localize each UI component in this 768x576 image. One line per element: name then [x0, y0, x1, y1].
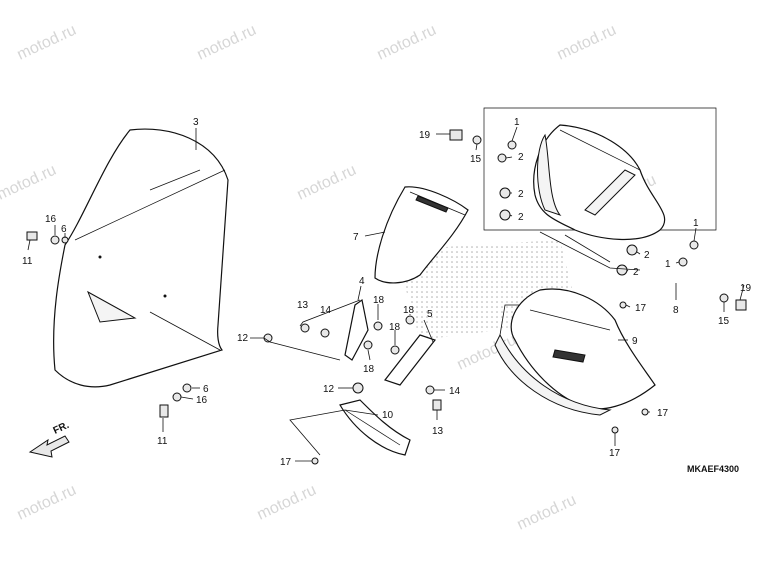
- callout-16-left: 16: [45, 214, 57, 225]
- callout-6-left: 6: [61, 224, 67, 235]
- callout-19-upper: 19: [419, 130, 431, 141]
- lower-panel-part: [339, 399, 411, 456]
- callout-15-right: 15: [718, 316, 730, 327]
- callout-9: 9: [632, 336, 638, 347]
- callout-6-lower: 6: [203, 384, 209, 395]
- callout-17-left: 17: [280, 457, 292, 468]
- callout-2-e: 2: [633, 267, 639, 278]
- callout-16-lower: 16: [196, 395, 208, 406]
- windscreen-part: [53, 128, 229, 388]
- svg-text:motod.ru: motod.ru: [375, 22, 439, 64]
- callout-5: 5: [427, 309, 433, 320]
- bracket-parts: [344, 298, 436, 386]
- diagram-code: MKAEF4300: [687, 464, 739, 474]
- svg-text:motod.ru: motod.ru: [555, 22, 619, 64]
- callout-labels: 3 16 6 11 6 16 11 7 4 13 14 12 18 18 18 …: [22, 117, 752, 468]
- svg-text:motod.ru: motod.ru: [0, 162, 59, 204]
- callout-18-b: 18: [389, 322, 401, 333]
- callout-11-lower: 11: [157, 436, 168, 447]
- svg-text:motod.ru: motod.ru: [255, 482, 319, 524]
- callout-10: 10: [382, 410, 394, 421]
- callout-17-right: 17: [657, 408, 669, 419]
- svg-text:motod.ru: motod.ru: [15, 482, 79, 524]
- callout-3: 3: [193, 117, 199, 128]
- callout-17-upper: 17: [635, 303, 647, 314]
- callout-13-upper: 13: [297, 300, 309, 311]
- callout-2-a: 2: [518, 152, 524, 163]
- callout-1-b: 1: [693, 218, 699, 229]
- meter-panel-part: [494, 288, 656, 416]
- callout-8: 8: [673, 305, 679, 316]
- callout-2-c: 2: [518, 212, 524, 223]
- callout-18-a: 18: [373, 295, 385, 306]
- callout-1-c: 1: [665, 259, 671, 270]
- callout-13-lower: 13: [432, 426, 444, 437]
- callout-17-bottom: 17: [609, 448, 621, 459]
- svg-text:motod.ru: motod.ru: [15, 22, 79, 64]
- hardware: [26, 129, 747, 465]
- callout-11-left: 11: [22, 256, 33, 267]
- leader-lines: [27, 126, 745, 462]
- front-label: FR.: [52, 420, 71, 437]
- callout-14-upper: 14: [320, 305, 332, 316]
- svg-text:motod.ru: motod.ru: [195, 22, 259, 64]
- upper-cover-box: [483, 107, 717, 240]
- callout-18-c: 18: [403, 305, 415, 316]
- front-arrow: FR.: [28, 420, 71, 458]
- callout-7: 7: [353, 232, 359, 243]
- callout-15-upper: 15: [470, 154, 482, 165]
- svg-text:motod.ru: motod.ru: [295, 162, 359, 204]
- callout-1-a: 1: [514, 117, 520, 128]
- callout-19-right: 19: [740, 283, 752, 294]
- svg-text:motod.ru: motod.ru: [515, 492, 579, 534]
- callout-2-d: 2: [644, 250, 650, 261]
- callout-2-b: 2: [518, 189, 524, 200]
- callout-12-upper: 12: [237, 333, 249, 344]
- callout-4: 4: [359, 276, 365, 287]
- inner-visor-part: [374, 186, 469, 284]
- callout-18-d: 18: [363, 364, 375, 375]
- callout-14-lower: 14: [449, 386, 461, 397]
- callout-12-lower: 12: [323, 384, 335, 395]
